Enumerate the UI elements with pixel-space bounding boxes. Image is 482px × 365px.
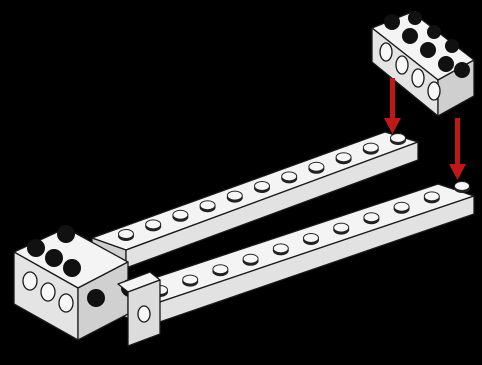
down-arrow-right [449, 118, 466, 180]
stud [226, 190, 243, 201]
rear-plate-1x12 [91, 131, 419, 269]
stud [199, 200, 216, 211]
stud [182, 274, 199, 285]
stud [454, 181, 470, 191]
stud [423, 191, 440, 202]
stud [118, 229, 134, 239]
stud [308, 161, 325, 172]
stud [362, 142, 379, 153]
front-plate-studs [152, 181, 470, 297]
stud [281, 171, 298, 182]
stud [254, 181, 270, 191]
technic-brick-1x4-to-place [371, 11, 475, 117]
stud [212, 264, 229, 275]
stud [393, 201, 410, 212]
stud [303, 233, 319, 243]
stud [363, 212, 380, 223]
middle-technic-brick [117, 271, 161, 347]
stud [272, 243, 289, 254]
stud [242, 253, 259, 264]
stud [335, 152, 352, 163]
rear-plate-studs [118, 133, 406, 241]
stud [333, 222, 350, 233]
stud [390, 133, 406, 143]
down-arrow-left [384, 78, 401, 134]
stud [172, 209, 189, 220]
stud [145, 219, 162, 230]
left-technic-brick [13, 225, 139, 341]
